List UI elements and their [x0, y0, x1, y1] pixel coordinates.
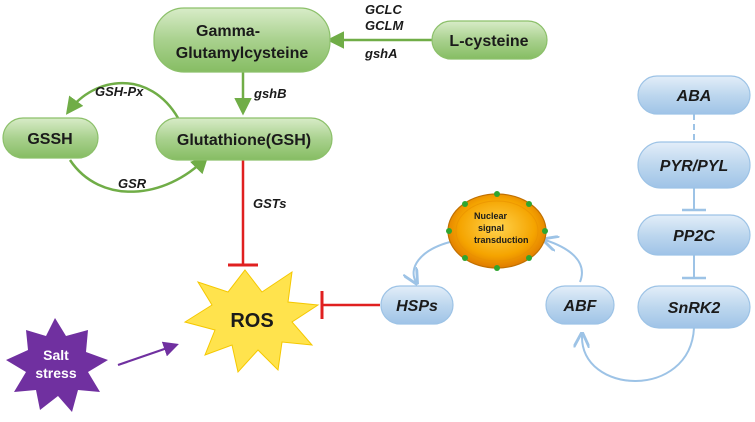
label-gshb: gshB [253, 86, 287, 101]
edge-gssh-to-gsh [68, 155, 209, 193]
nuclear-pore-icon [462, 255, 468, 261]
salt-label-line1: Salt [43, 347, 69, 363]
node-salt-stress: Salt stress [6, 318, 108, 412]
pp2c-label: PP2C [673, 228, 715, 245]
abf-label: ABF [563, 298, 598, 315]
label-gclm: GCLM [365, 18, 404, 33]
nuclear-pore-icon [462, 201, 468, 207]
edge-abf-to-nucleus [545, 240, 583, 283]
nuclear-label-line1: Nuclear [474, 211, 508, 221]
gsh-label: Glutathione(GSH) [177, 132, 311, 149]
nuclear-pore-icon [526, 201, 532, 207]
salt-label-line2: stress [35, 365, 76, 381]
label-gsha: gshA [364, 46, 398, 61]
node-snrk2: SnRK2 [637, 285, 751, 329]
label-gsts: GSTs [253, 196, 286, 211]
node-pp2c: PP2C [637, 214, 751, 256]
nuclear-pore-icon [526, 255, 532, 261]
edge-salt-to-ros [117, 341, 179, 367]
nuclear-label-line2: signal [478, 223, 504, 233]
node-l-cysteine: L-cysteine [431, 20, 548, 60]
edge-gsh-to-gssh [65, 82, 180, 119]
gssh-label: GSSH [27, 131, 72, 148]
label-gsr: GSR [118, 176, 147, 191]
salt-star-shape [6, 318, 108, 412]
gamma-label-line1: Gamma- [196, 23, 260, 40]
aba-label: ABA [676, 88, 712, 105]
node-glutathione: Glutathione(GSH) [155, 117, 333, 161]
node-pyr-pyl: PYR/PYL [637, 141, 751, 189]
nuclear-pore-icon [446, 228, 452, 234]
pyr-label: PYR/PYL [660, 158, 728, 175]
node-abf: ABF [545, 285, 615, 325]
hsps-label: HSPs [396, 298, 438, 315]
node-aba: ABA [637, 75, 751, 115]
ros-label: ROS [230, 310, 273, 332]
edge-nucleus-to-hsps [414, 241, 451, 282]
nuclear-pore-icon [542, 228, 548, 234]
nuclear-label-line3: transduction [474, 235, 529, 245]
ros-burst-shape [183, 269, 320, 374]
snrk2-label: SnRK2 [668, 300, 721, 317]
nuclear-pore-icon [494, 191, 500, 197]
node-ros: ROS [183, 269, 320, 374]
nuclear-pore-icon [494, 265, 500, 271]
gamma-label-line2: Glutamylcysteine [176, 45, 309, 62]
node-gamma-glutamylcysteine: Gamma- Glutamylcysteine [153, 7, 331, 73]
edge-snrk2-to-abf [582, 327, 695, 382]
label-gsh-px: GSH-Px [95, 84, 144, 99]
node-hsps: HSPs [380, 285, 454, 325]
node-nuclear-signal-transduction: Nuclear signal transduction [446, 191, 548, 271]
lcysteine-label: L-cysteine [449, 33, 528, 50]
node-gssh: GSSH [2, 117, 99, 159]
label-gclc: GCLC [365, 2, 402, 17]
